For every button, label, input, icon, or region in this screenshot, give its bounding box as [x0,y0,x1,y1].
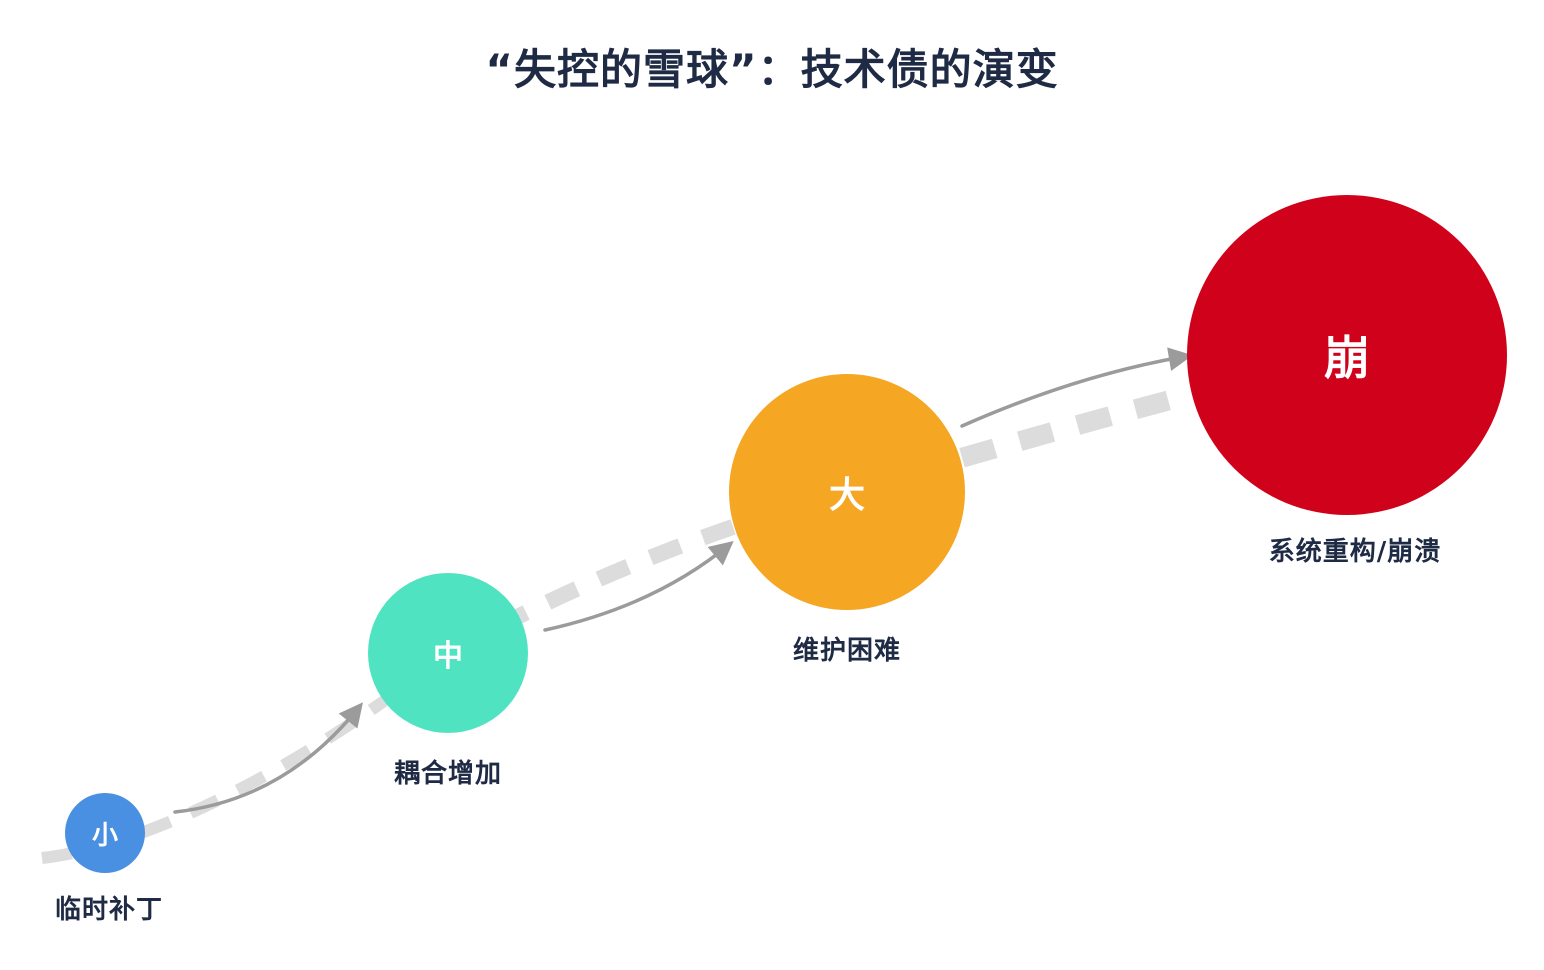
dashed-growth-line-icon [41,348,1338,864]
arrow-stage1-stage2-icon [173,702,363,814]
progression-arrows [173,347,1193,814]
stage-circle-medium-label: 中 [433,639,463,674]
stage-caption-system-rebuild-collapse: 系统重构/崩溃 [1268,537,1442,567]
stage-circle-large-label: 大 [828,475,865,516]
stage-circle-small: 小 [65,793,145,873]
stage-circle-collapse: 崩 [1187,195,1507,515]
stage-circle-small-label: 小 [91,820,118,851]
arrow-stage2-stage3-icon [543,540,734,632]
stage-circle-large: 大 [729,374,965,610]
stage-circle-collapse-label: 崩 [1324,331,1370,385]
stage-caption-temporary-patch: 临时补丁 [54,895,164,925]
diagram-title: “失控的雪球”：技术债的演变 [485,45,1059,94]
stage-caption-coupling-increase: 耦合增加 [393,759,503,789]
stage-caption-maintenance-difficulty: 维护困难 [792,636,902,666]
arrow-stage3-stage4-icon [960,347,1193,428]
stage-circle-medium: 中 [368,573,528,733]
